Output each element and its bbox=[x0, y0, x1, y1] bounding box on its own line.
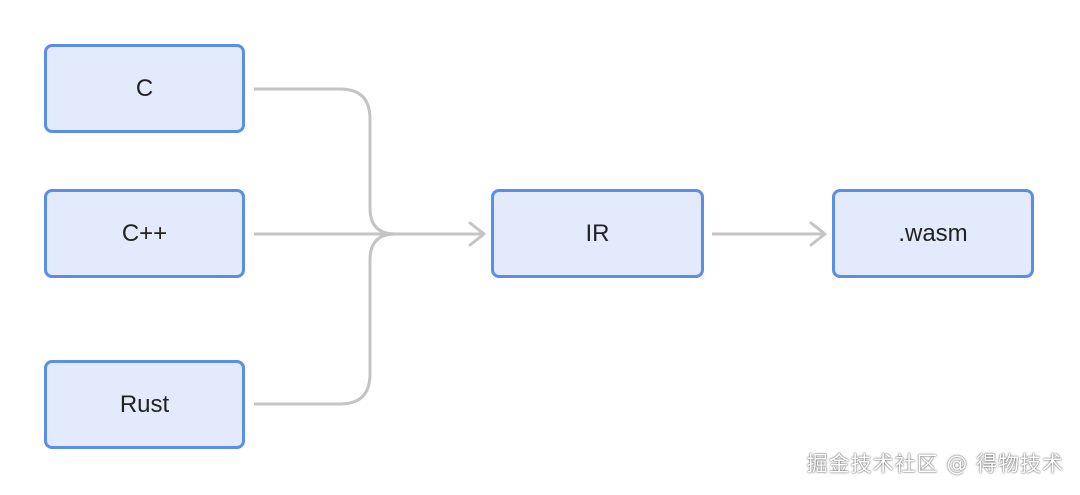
arrowhead-wasm bbox=[809, 221, 827, 247]
node-c-label: C bbox=[135, 74, 154, 102]
node-ir: IR bbox=[491, 189, 704, 278]
node-wasm-label: .wasm bbox=[898, 219, 968, 247]
node-cpp: C++ bbox=[44, 189, 245, 278]
edge-rust-to-ir bbox=[254, 232, 396, 406]
node-wasm: .wasm bbox=[832, 189, 1034, 278]
node-cpp-label: C++ bbox=[121, 219, 168, 247]
arrowhead-ir bbox=[468, 221, 486, 247]
watermark: 掘金技术社区 @ 得物技术 bbox=[806, 452, 1064, 476]
node-rust: Rust bbox=[44, 360, 245, 449]
node-ir-label: IR bbox=[585, 219, 610, 247]
node-c: C bbox=[44, 44, 245, 133]
node-rust-label: Rust bbox=[119, 390, 170, 418]
edge-c-to-ir bbox=[254, 87, 396, 236]
